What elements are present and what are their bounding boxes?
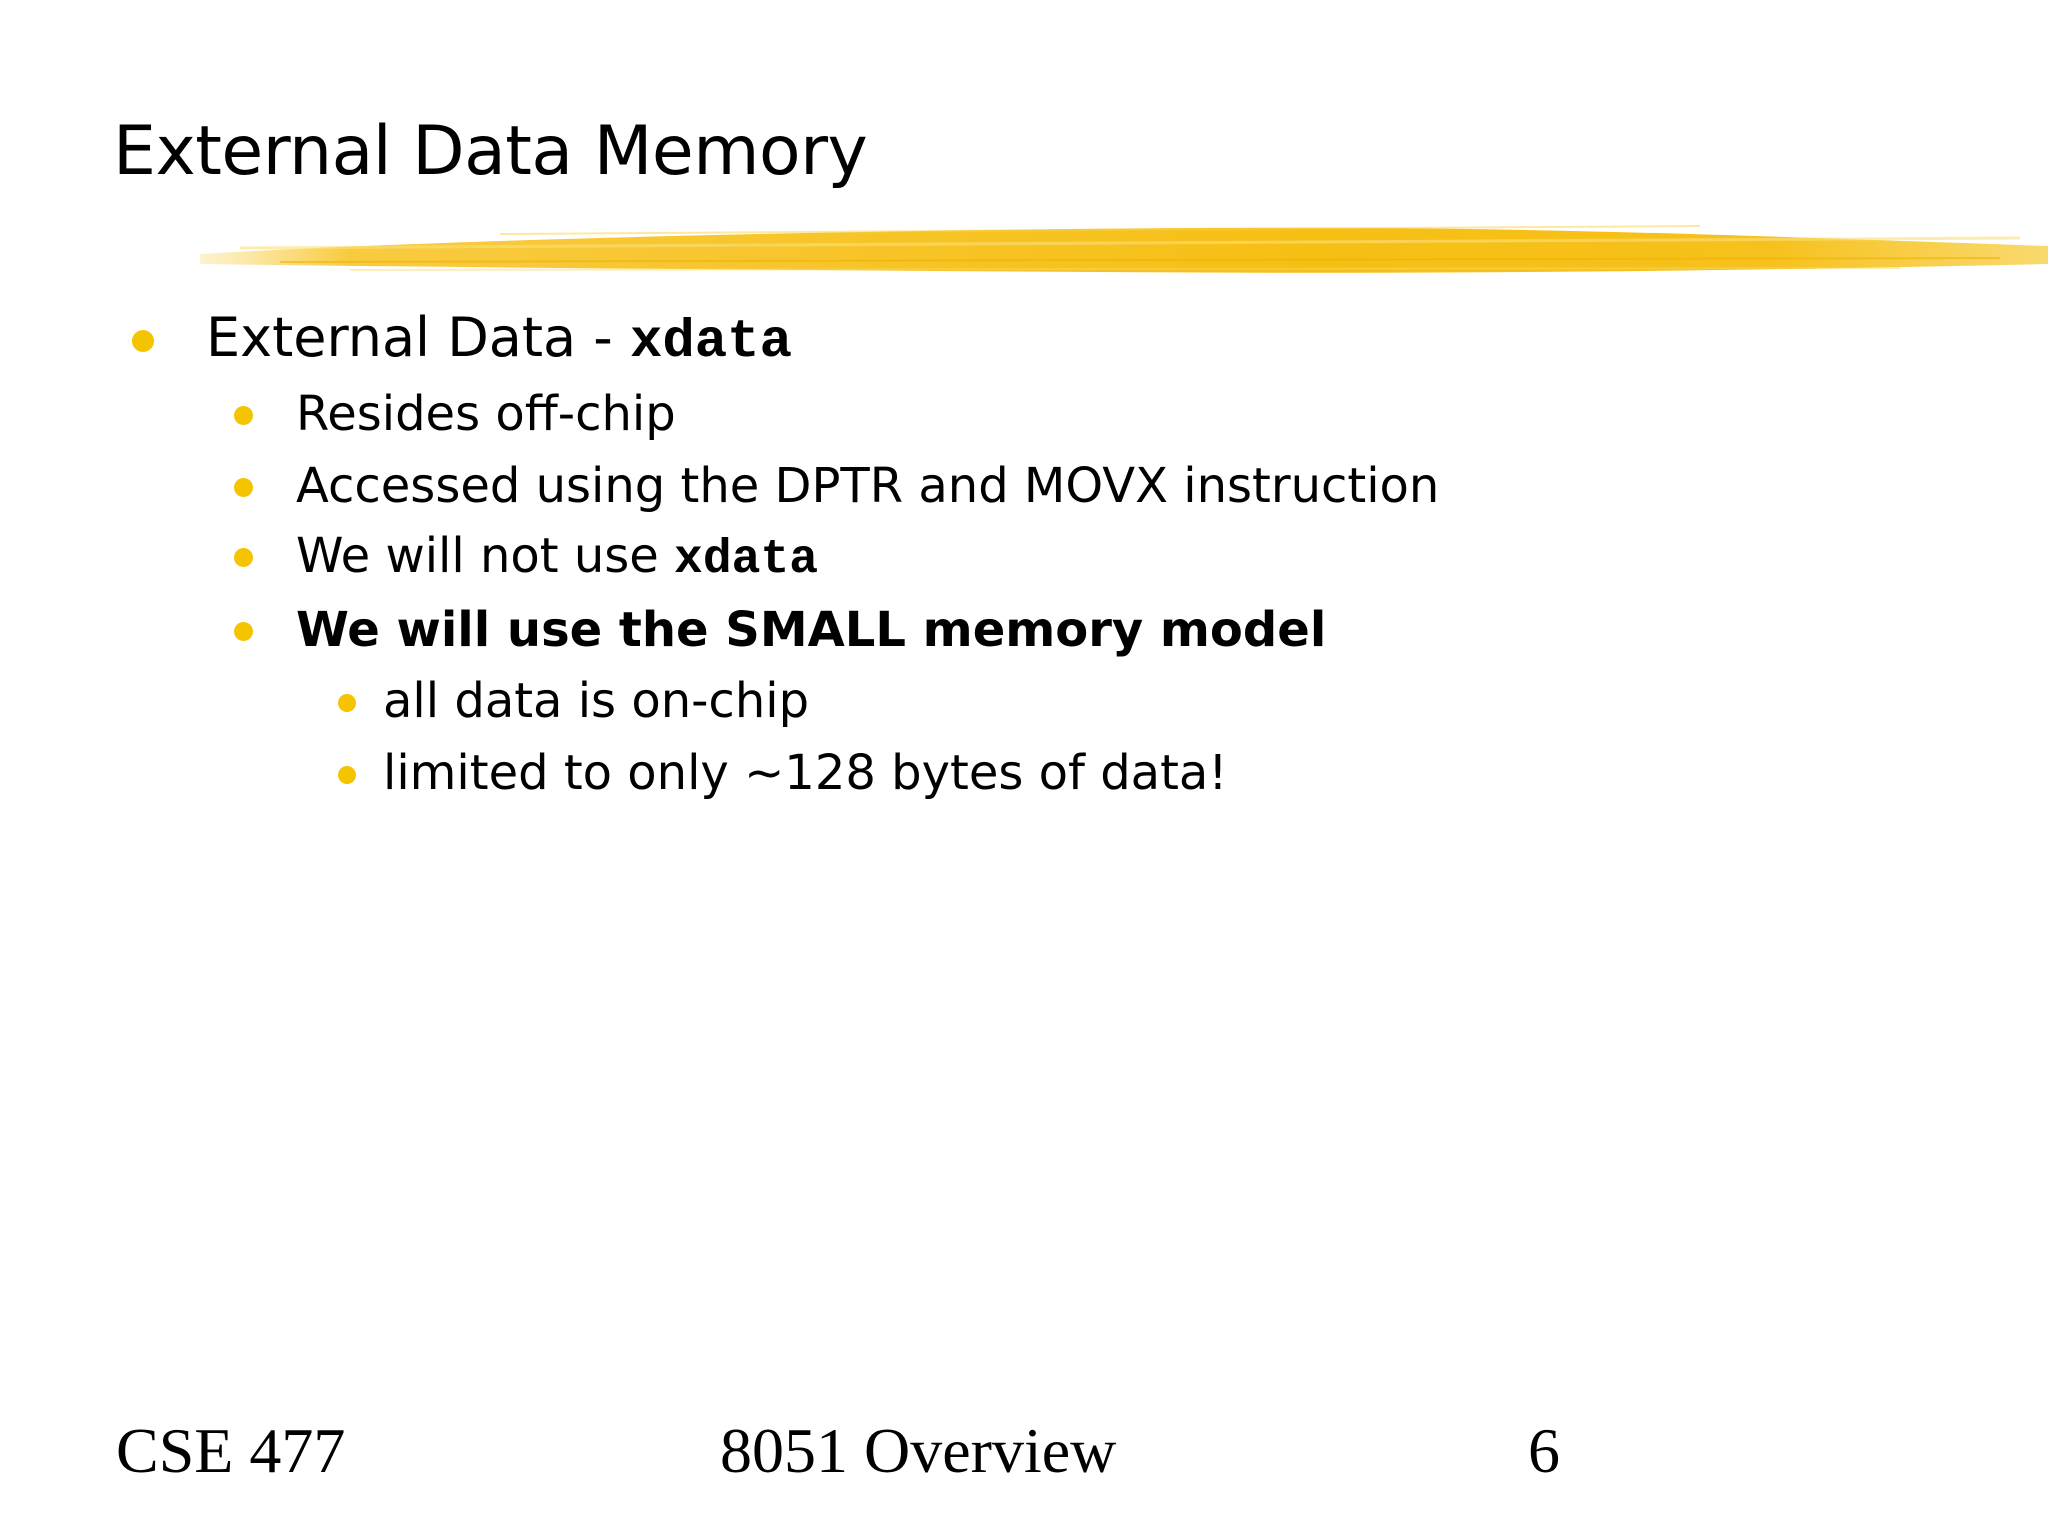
bullet-code: xdata: [629, 312, 792, 373]
bullet-dot: [338, 694, 356, 712]
bullet-dot: [234, 622, 253, 641]
bullet-text: We will not use: [296, 528, 675, 584]
bullet-item: External Data - xdata: [206, 306, 792, 373]
bullet-dot: [132, 330, 154, 352]
bullet-dot: [234, 478, 253, 497]
bullet-text: Accessed using the DPTR and MOVX instruc…: [296, 458, 1440, 514]
bullet-code: xdata: [674, 533, 819, 587]
bullet-item: We will use the SMALL memory model: [296, 602, 1326, 658]
bullet-item: Accessed using the DPTR and MOVX instruc…: [296, 458, 1439, 514]
footer-course: CSE 477: [116, 1415, 346, 1486]
title-underline-brush: [200, 225, 2048, 273]
bullet-item: all data is on-chip: [383, 673, 809, 729]
bullet-text: all data is on-chip: [383, 673, 810, 729]
bullet-item: Resides off-chip: [296, 386, 676, 442]
bullet-dot: [234, 548, 253, 567]
bullet-dot: [338, 766, 356, 784]
bullet-text: Resides off-chip: [296, 386, 676, 442]
footer-page-number: 6: [1528, 1415, 1560, 1486]
bullet-text: External Data -: [206, 306, 630, 369]
bullet-item: We will not use xdata: [296, 528, 818, 587]
bullet-text: We will use the SMALL memory model: [296, 602, 1327, 658]
slide-title: External Data Memory: [113, 112, 868, 191]
bullet-text: limited to only ~128 bytes of data!: [383, 745, 1228, 801]
bullet-dot: [234, 406, 253, 425]
bullet-item: limited to only ~128 bytes of data!: [383, 745, 1228, 801]
footer-topic: 8051 Overview: [720, 1415, 1117, 1486]
